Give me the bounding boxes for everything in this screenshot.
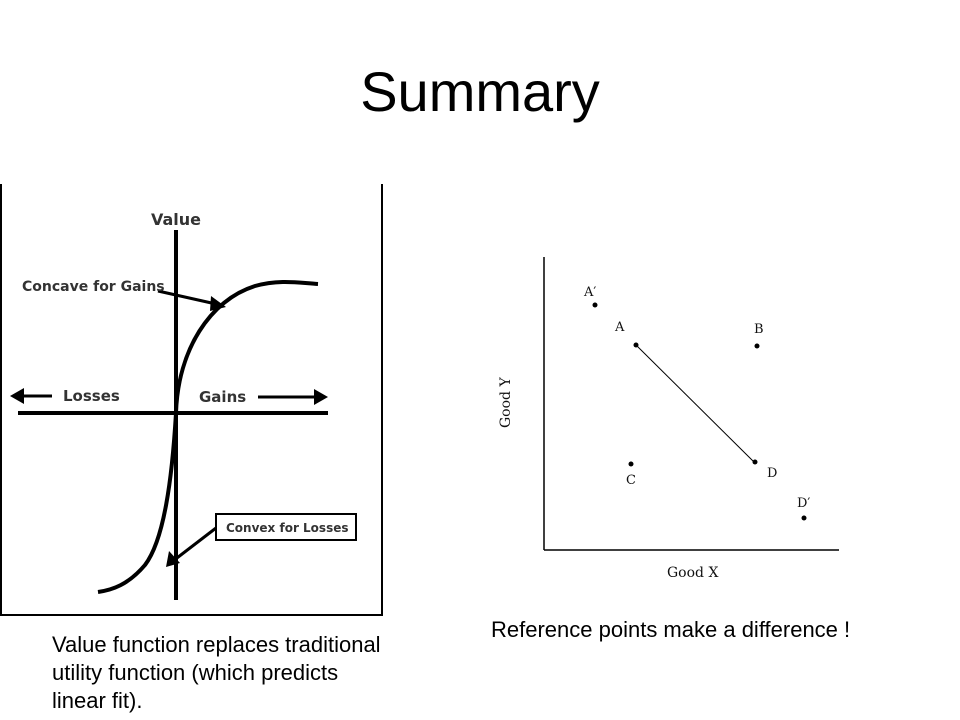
convex-pointer-arrow <box>166 526 217 567</box>
budget-line <box>635 344 755 463</box>
x-axis-label: Good X <box>667 565 718 581</box>
gains-label: Gains <box>199 388 246 406</box>
y-axis-label: Good Y <box>498 377 514 428</box>
point-c <box>628 461 634 467</box>
convex-label-box <box>215 513 357 541</box>
point-d <box>752 459 758 465</box>
label-d-prime: D′ <box>797 496 810 511</box>
label-d: D <box>767 466 777 481</box>
value-curve-gains <box>174 279 319 414</box>
point-d-prime <box>801 515 807 521</box>
value-axis-label: Value <box>151 210 201 229</box>
losses-arrow-icon <box>10 388 52 404</box>
label-a-prime: A′ <box>583 285 596 300</box>
value-function-caption: Value function replaces traditional util… <box>52 632 381 713</box>
point-a-prime <box>592 302 598 308</box>
value-function-diagram: Value Concave for Gains Losses Gains Con… <box>0 184 383 616</box>
reference-points-diagram: A′ A B C D D′ Good X Good Y <box>498 257 839 581</box>
slide-title: Summary <box>360 60 600 123</box>
label-c: C <box>626 473 636 488</box>
losses-label: Losses <box>63 387 120 405</box>
concave-pointer-arrow <box>157 289 226 311</box>
convex-label: Convex for Losses <box>226 521 349 535</box>
value-curve-losses <box>97 412 178 594</box>
concave-label: Concave for Gains <box>22 279 165 295</box>
point-a <box>633 342 639 348</box>
reference-points-caption: Reference points make a difference ! <box>491 617 851 642</box>
point-b <box>754 343 760 349</box>
label-a: A <box>614 320 625 335</box>
gains-arrow-icon <box>258 389 328 405</box>
label-b: B <box>754 322 764 337</box>
